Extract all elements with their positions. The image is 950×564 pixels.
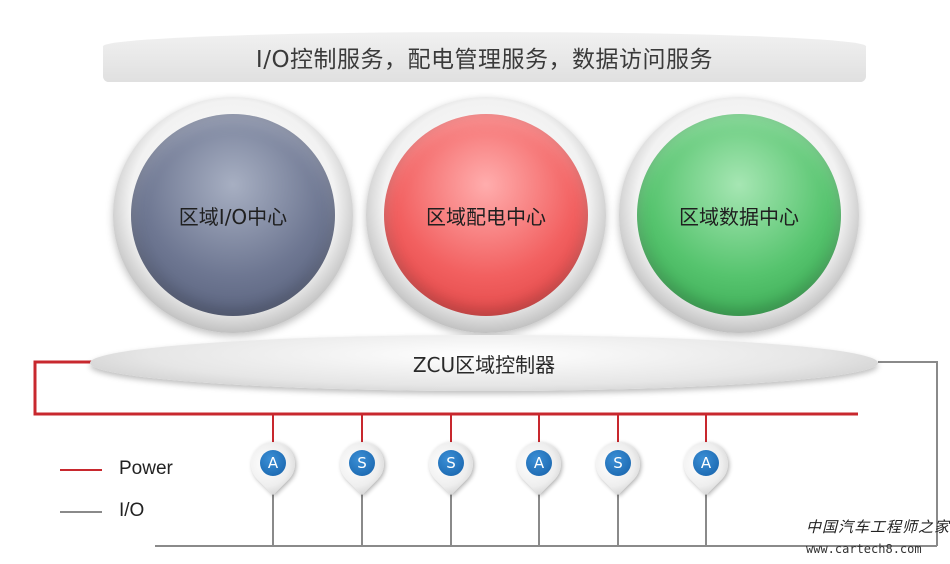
- legend-power-label: Power: [119, 458, 173, 479]
- node-badge: A: [526, 450, 552, 476]
- node-badge: S: [349, 450, 375, 476]
- services-banner: I/O控制服务，配电管理服务，数据访问服务: [103, 32, 866, 82]
- io-bus-right-line: [878, 361, 938, 546]
- data-center-core: 区域数据中心: [637, 114, 841, 316]
- node-badge: A: [260, 450, 286, 476]
- power-center-label: 区域配电中心: [426, 204, 546, 229]
- services-banner-text: I/O控制服务，配电管理服务，数据访问服务: [255, 47, 714, 73]
- io-center-orb: 区域I/O中心: [113, 97, 353, 333]
- node-pin-3: S: [419, 432, 483, 496]
- power-center-orb: 区域配电中心: [366, 97, 606, 333]
- node-pin-5: S: [586, 432, 650, 496]
- io-center-core: 区域I/O中心: [131, 114, 335, 316]
- node-pin-4: A: [507, 432, 571, 496]
- watermark-url: www.cartech8.com: [806, 542, 922, 556]
- node-badge: S: [605, 450, 631, 476]
- data-center-orb: 区域数据中心: [619, 97, 859, 333]
- node-badge: A: [693, 450, 719, 476]
- power-bus-line: [33, 360, 858, 416]
- node-badge: S: [438, 450, 464, 476]
- watermark-name: 中国汽车工程师之家: [806, 518, 950, 536]
- zcu-controller: ZCU区域控制器: [90, 335, 878, 391]
- power-center-core: 区域配电中心: [384, 114, 588, 316]
- io-center-label: 区域I/O中心: [178, 204, 288, 229]
- node-pin-1: A: [241, 432, 305, 496]
- legend-io-label: I/O: [119, 500, 145, 521]
- node-pin-2: S: [330, 432, 394, 496]
- node-pin-6: A: [674, 432, 738, 496]
- data-center-label: 区域数据中心: [679, 204, 799, 229]
- zcu-label: ZCU区域控制器: [412, 352, 556, 377]
